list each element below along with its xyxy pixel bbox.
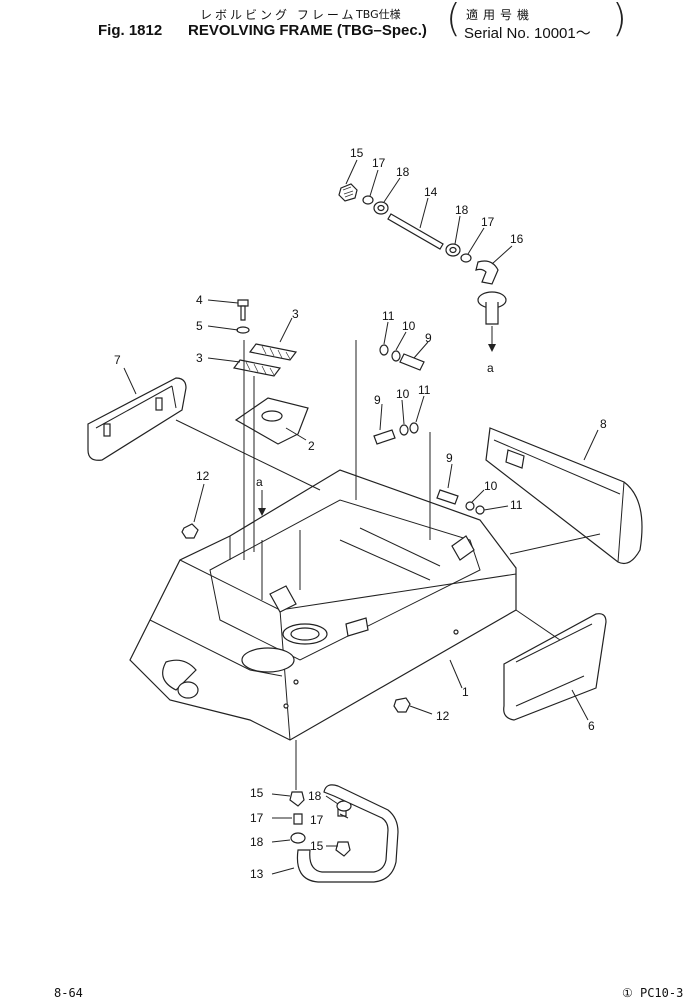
callout-5: 5 — [196, 319, 203, 333]
callout-2: 2 — [308, 439, 315, 453]
callout-9c: 9 — [446, 451, 453, 465]
japanese-serial-label: 適用号機 — [466, 8, 535, 22]
figure-title: REVOLVING FRAME (TBG–Spec.) — [188, 22, 427, 39]
side-cover-7 — [87, 377, 187, 461]
callout-9a: 9 — [425, 331, 432, 345]
callout-1: 1 — [462, 685, 469, 699]
callout-a-top: a — [487, 361, 494, 375]
callout-6: 6 — [588, 719, 595, 733]
callout-12b: 12 — [436, 709, 450, 723]
hardware-bolts-center — [373, 344, 485, 515]
callout-10a: 10 — [402, 319, 416, 333]
callout-10b: 10 — [396, 387, 410, 401]
callout-18b: 18 — [455, 203, 469, 217]
left-bracket-parts — [232, 299, 309, 445]
callout-3a: 3 — [292, 307, 299, 321]
callout-17d: 17 — [310, 813, 324, 827]
callout-8: 8 — [600, 417, 607, 431]
revolving-frame-1 — [129, 469, 517, 741]
japanese-spec-label: TBG仕様 — [356, 8, 401, 21]
callout-10c: 10 — [484, 479, 498, 493]
callout-11b: 11 — [418, 383, 431, 397]
callout-17a: 17 — [372, 156, 386, 170]
callout-17c: 17 — [250, 811, 264, 825]
callout-4: 4 — [196, 293, 203, 307]
bracket-right: ) — [612, 0, 627, 40]
side-cover-6 — [503, 613, 607, 721]
callout-7: 7 — [114, 353, 121, 367]
callout-9b: 9 — [374, 393, 381, 407]
serial-range: Serial No. 10001～ — [464, 25, 591, 42]
callout-16: 16 — [510, 232, 524, 246]
callout-12a: 12 — [196, 469, 210, 483]
bottom-hose-assembly — [289, 784, 399, 883]
callout-15b: 15 — [250, 786, 264, 800]
callout-a-mid: a — [256, 475, 263, 489]
grease-fittings-12 — [181, 523, 411, 713]
callout-18a: 18 — [396, 165, 410, 179]
side-cover-8 — [485, 427, 643, 565]
callout-15a: 15 — [350, 146, 364, 160]
page-code: ① PC10-3 — [622, 986, 684, 1000]
top-hose-assembly — [338, 183, 507, 352]
callout-18d: 18 — [250, 835, 264, 849]
japanese-title: レボルビング フレーム — [200, 8, 357, 22]
callout-18c: 18 — [308, 789, 322, 803]
callout-14: 14 — [424, 185, 438, 199]
callout-13: 13 — [250, 867, 264, 881]
callout-17b: 17 — [481, 215, 495, 229]
leader-lines — [123, 159, 601, 875]
callout-11a: 11 — [382, 309, 395, 323]
callout-15c: 15 — [310, 839, 324, 853]
callout-11c: 11 — [510, 498, 523, 512]
callout-3b: 3 — [196, 351, 203, 365]
figure-number: Fig. 1812 — [98, 22, 163, 39]
callout-labels: 15 17 18 14 18 17 16 a 4 5 3 3 2 7 11 10… — [114, 146, 607, 881]
bracket-left: ( — [446, 0, 461, 40]
page-number: 8-64 — [54, 986, 83, 1000]
